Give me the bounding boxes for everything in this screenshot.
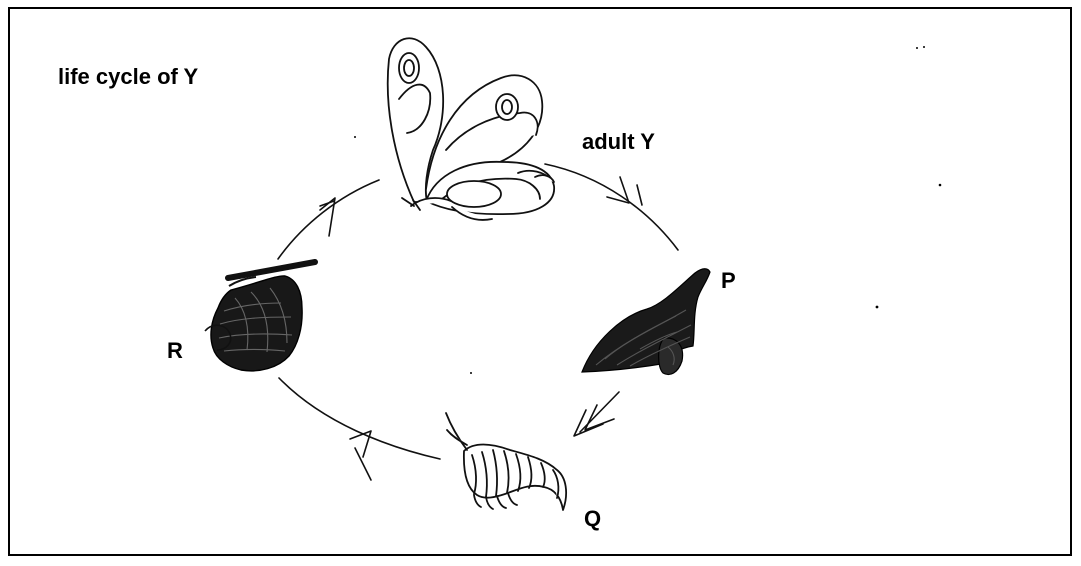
label-stage-r: R (167, 338, 183, 364)
label-adult-y: adult Y (582, 129, 655, 155)
arrow-r-to-adult (278, 180, 379, 259)
label-stage-q: Q (584, 506, 601, 532)
arrowhead-q-to-r-tail (355, 448, 371, 480)
label-stage-p: P (721, 268, 736, 294)
arrow-q-to-r (279, 378, 440, 459)
stage-r-illustration (205, 262, 315, 371)
stage-q-illustration (446, 413, 566, 510)
butterfly-adult-illustration (388, 38, 554, 220)
stage-p-illustration (582, 269, 710, 375)
arrowhead-adult-to-p-secondary (637, 185, 642, 205)
arrow-adult-to-p (545, 164, 678, 250)
diagram-title: life cycle of Y (58, 64, 198, 90)
arrowhead-q-to-r (350, 431, 371, 457)
